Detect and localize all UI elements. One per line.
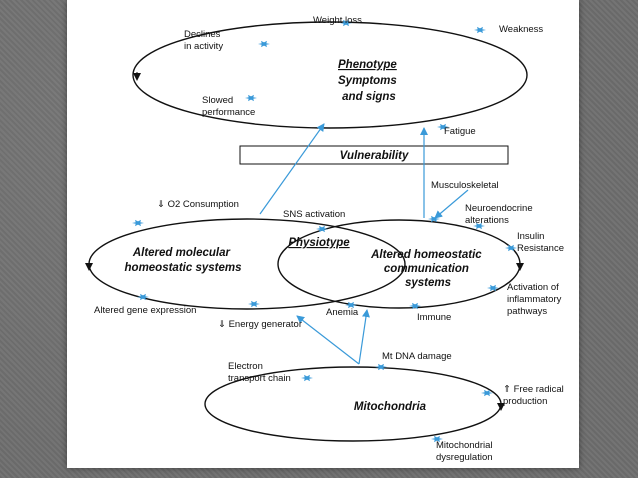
blue-burst-marker [481, 389, 493, 397]
blue-burst-marker [473, 222, 485, 230]
arrow-to-communication [358, 309, 370, 365]
molecular-title: Altered molecular homeostatic systems [125, 247, 242, 274]
blue-burst-marker [487, 284, 499, 292]
arrow-musculoskeletal [434, 189, 469, 219]
blue-burst-marker [409, 302, 421, 310]
label-gene-expression: Altered gene expression [94, 305, 196, 316]
vulnerability-box [239, 145, 509, 165]
phenotype-title: Phenotype Symptoms and signs [338, 59, 400, 103]
label-electron: Electron transport chain [228, 361, 291, 384]
vulnerability-label: Vulnerability [340, 150, 409, 162]
physiotype-title: Physiotype [288, 237, 350, 249]
blue-burst-marker [345, 301, 357, 309]
blue-burst-marker [316, 225, 328, 233]
label-insulin: Insulin Resistance [517, 231, 564, 254]
blue-burst-marker [132, 219, 144, 227]
blue-burst-marker [428, 215, 440, 223]
diagram: Vulnerability Phenotype Symptoms and sig… [85, 15, 566, 463]
blue-burst-marker [137, 293, 149, 301]
blue-burst-marker [375, 363, 387, 371]
label-energy: ⇓ Energy generator [218, 319, 302, 330]
label-slowed: Slowed performance [202, 95, 255, 118]
label-inflammatory: Activation of inflammatory pathways [507, 282, 564, 317]
blue-burst-marker [505, 244, 517, 252]
blue-burst-marker [301, 374, 313, 382]
label-free-radical: ⇑ Free radical production [503, 384, 566, 407]
blue-burst-marker [437, 123, 449, 131]
label-musculoskeletal: Musculoskeletal [431, 180, 499, 191]
label-declines: Declines in activity [184, 29, 223, 52]
label-fatigue: Fatigue [444, 126, 476, 137]
label-o2: ⇓ O2 Consumption [157, 199, 239, 210]
label-neuroendocrine: Neuroendocrine alterations [465, 203, 535, 226]
slide: Vulnerability Phenotype Symptoms and sig… [67, 0, 579, 468]
blue-burst-marker [258, 40, 270, 48]
blue-burst-marker [340, 19, 352, 27]
blue-burst-marker [431, 435, 443, 443]
mitochondria-title: Mitochondria [354, 401, 427, 413]
communication-title: Altered homeostatic communication system… [370, 249, 485, 289]
blue-burst-marker [248, 300, 260, 308]
label-immune: Immune [417, 312, 451, 323]
blue-burst-marker [474, 26, 486, 34]
blue-burst-marker [245, 94, 257, 102]
arrow-to-molecular [296, 315, 360, 365]
label-weakness: Weakness [499, 24, 543, 35]
label-weight-loss: Weight loss [313, 15, 362, 26]
arrow-to-phenotype-left [259, 123, 325, 215]
label-sns: SNS activation [283, 209, 345, 220]
label-mtdna: Mt DNA damage [382, 351, 452, 362]
label-anemia: Anemia [326, 307, 359, 318]
label-dysregulation: Mitochondrial dysregulation [436, 440, 495, 463]
